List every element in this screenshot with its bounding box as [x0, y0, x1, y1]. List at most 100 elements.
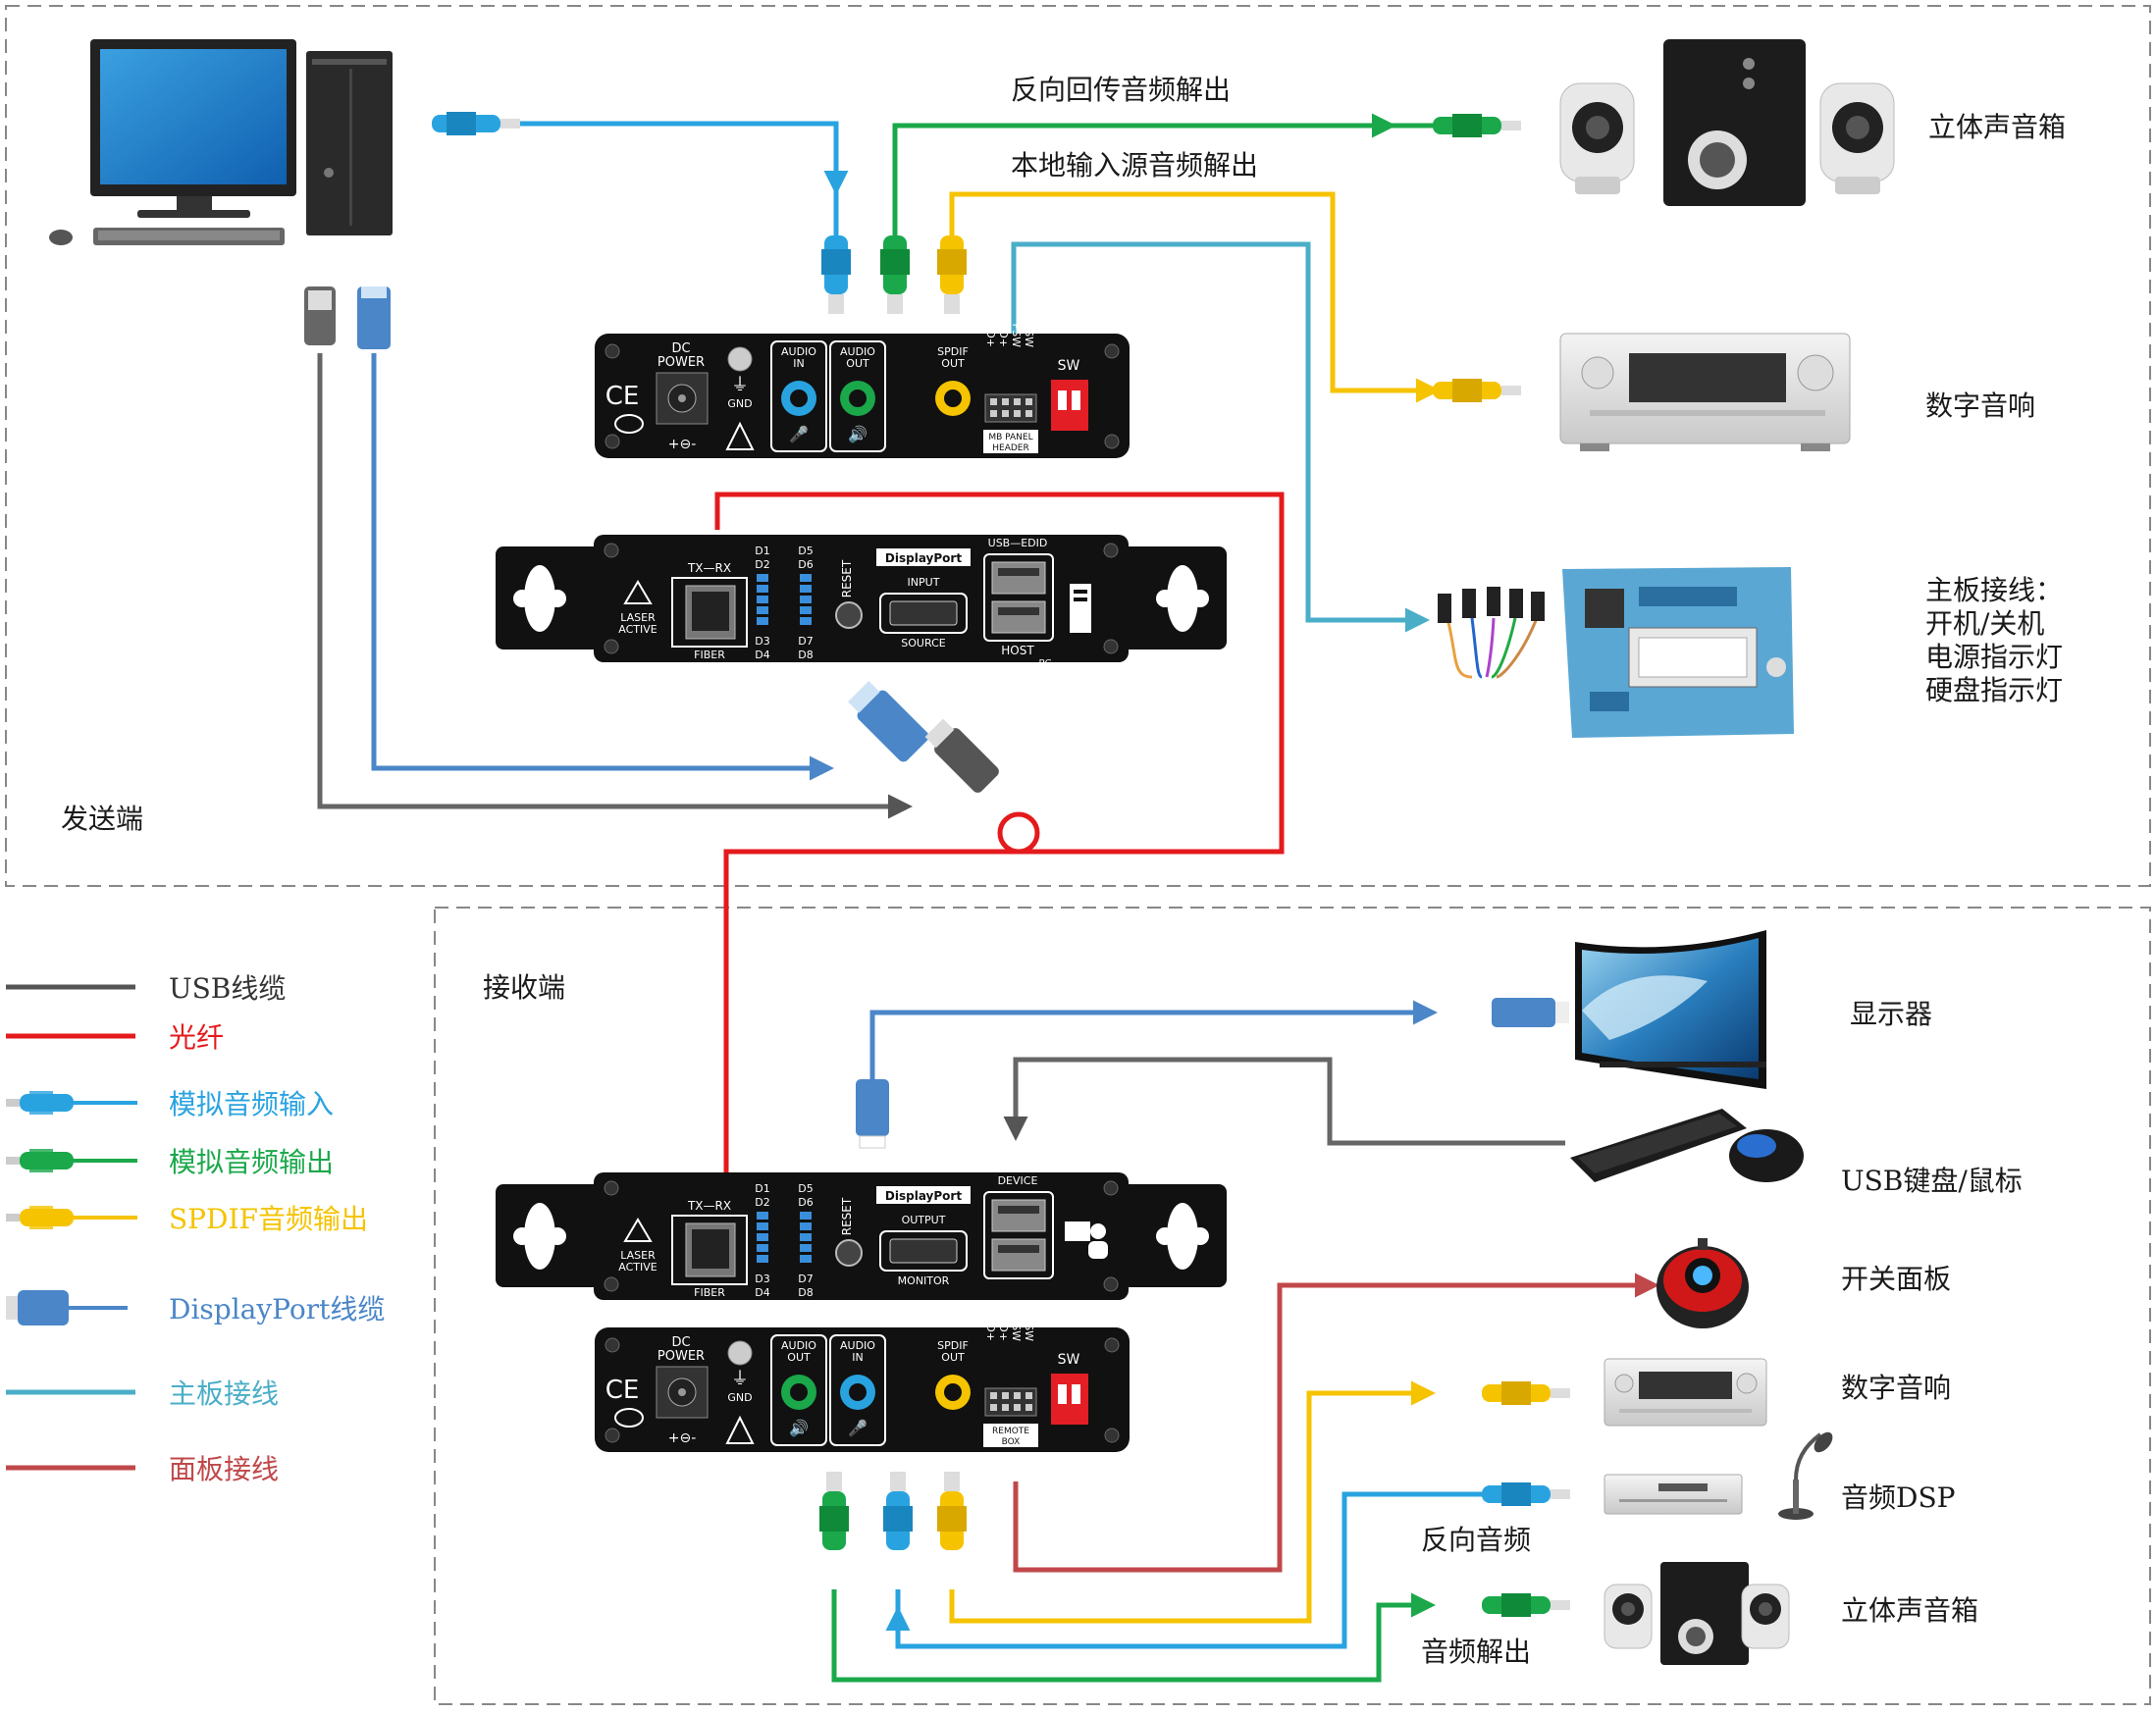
- panel-screw: [604, 639, 619, 654]
- led-label: D4: [755, 1286, 769, 1299]
- rca-plug-green-stereo-bottom: [1482, 1593, 1570, 1617]
- led: [757, 1255, 768, 1263]
- audio-jack-hole: [790, 390, 808, 407]
- usb-plug-sender-top: [304, 286, 336, 345]
- dip-toggle: [1058, 390, 1067, 410]
- label-reverse-audio: 反向音频: [1421, 1524, 1532, 1556]
- label-reverse-audio-out: 反向回传音频解出: [1011, 74, 1232, 106]
- fiber-frame: [671, 1215, 748, 1285]
- header-label-bg: [983, 1424, 1038, 1447]
- dp-plug-sender-top: [357, 286, 391, 349]
- esd-warning: [725, 421, 755, 450]
- usb-edid-label: USB—EDID: [988, 537, 1048, 549]
- reset-button: [835, 601, 863, 629]
- cable-usb-sender: [317, 353, 913, 819]
- led: [800, 574, 812, 582]
- header-pin-label: RSW: [1023, 322, 1035, 347]
- audio-jack-label: OUT: [787, 1351, 811, 1364]
- led-label: D5: [798, 1182, 813, 1195]
- rca-plug-green-speaker: [1433, 114, 1521, 137]
- audio-jack-frame: [829, 1334, 886, 1446]
- sw-label: SW: [1058, 358, 1080, 374]
- fiber-frame: [671, 577, 748, 648]
- usb-port: [991, 600, 1046, 634]
- label-digital-audio-bottom: 数字音响: [1841, 1372, 1952, 1404]
- panel-screw: [1104, 343, 1120, 359]
- cable-spdif-receiver: [949, 1380, 1436, 1624]
- pin: [990, 410, 997, 417]
- pc-tower-icon: [1070, 584, 1091, 633]
- led: [800, 1255, 812, 1263]
- cable-analog-out-sender: [892, 113, 1396, 245]
- receiver-box: [434, 907, 2151, 1705]
- pc-label: PC: [1038, 658, 1051, 669]
- mb-line-2: 开机/关机: [1925, 607, 2045, 640]
- pin: [1025, 1392, 1032, 1399]
- laser-label: ACTIVE: [618, 623, 657, 636]
- audio-dsp-icon: [1604, 1431, 1833, 1520]
- dp-port-label: OUTPUT: [902, 1214, 946, 1226]
- legend-swatch-dp: [18, 1290, 69, 1325]
- led-label: D3: [755, 635, 769, 648]
- ccc-mark: [614, 1408, 644, 1428]
- led-label: D3: [755, 1273, 769, 1285]
- monitor-tv-icon: [1575, 930, 1766, 1089]
- audio-jack-label: AUDIO: [840, 1339, 875, 1352]
- spdif-hole: [944, 1383, 962, 1401]
- audio-jack-label: OUT: [846, 357, 869, 370]
- usb-port-tongue: [998, 1245, 1039, 1253]
- gnd-screw: [727, 1340, 753, 1366]
- audio-jack-hole: [849, 1383, 867, 1401]
- panel-screw: [1104, 1337, 1120, 1353]
- audio-jack-label: AUDIO: [781, 1339, 816, 1352]
- pin: [1025, 398, 1032, 405]
- legend-item-label: 面板接线: [169, 1453, 280, 1485]
- fiber-label: FIBER: [694, 649, 725, 661]
- label-digital-audio-top: 数字音响: [1925, 390, 2036, 422]
- section-label-sender: 发送端: [61, 803, 144, 835]
- header-pin-label: P-LED+: [997, 307, 1010, 347]
- rca-plug-green-top: [880, 235, 910, 314]
- cable-analog-in-receiver: [885, 1491, 1501, 1649]
- polarity-mark: +⊖-: [668, 437, 697, 452]
- led: [757, 617, 768, 625]
- rca-plug-blue-input: [432, 112, 520, 135]
- panel-screw: [604, 1180, 619, 1196]
- fiber-port-hole: [692, 592, 729, 631]
- rca-plug-yellow-digital-bottom: [1482, 1381, 1570, 1405]
- label-monitor: 显示器: [1850, 998, 1933, 1030]
- led-label: D7: [798, 1273, 813, 1285]
- gnd-icon: ⏚: [731, 375, 749, 395]
- section-label-receiver: 接收端: [483, 971, 566, 1004]
- dp-plug-sender-device: [848, 681, 929, 762]
- sender-fiber-panel: LASERACTIVETX—RXFIBERD1D2D3D4D5D6D7D8RES…: [496, 535, 1227, 669]
- stereo-speakers-bottom-icon: [1604, 1562, 1790, 1665]
- pc-tower-detail: [1074, 590, 1087, 594]
- led-label: D2: [755, 558, 769, 571]
- pin: [1025, 410, 1032, 417]
- dp-plug-receiver-top: [856, 1079, 889, 1149]
- header-pin-label: P-LED+: [997, 1301, 1010, 1341]
- dp-port-sublabel: MONITOR: [898, 1274, 950, 1287]
- user-icon-head: [1090, 1223, 1106, 1239]
- device-label: DEVICE: [998, 1174, 1038, 1187]
- panel-screw: [605, 1428, 620, 1443]
- panel-screw: [604, 1276, 619, 1292]
- dc-power-label: DC: [671, 1335, 690, 1350]
- led: [800, 1222, 812, 1230]
- audio-jack-label: IN: [852, 1351, 863, 1364]
- audio-jack-label: IN: [793, 357, 804, 370]
- label-mainboard-wiring: 主板接线： 开机/关机 电源指示灯 硬盘指示灯: [1925, 574, 2063, 707]
- dp-plug-monitor: [1492, 998, 1569, 1027]
- audio-jack-icon: 🎤: [848, 1419, 868, 1437]
- header-pin-label: PSW: [1010, 324, 1023, 348]
- switch-panel-icon: [1656, 1238, 1749, 1328]
- panel-screw: [1104, 1428, 1120, 1443]
- gnd-screw: [727, 346, 753, 372]
- led: [757, 596, 768, 603]
- panel-screw: [605, 343, 620, 359]
- receiver-audio-panel: CEDCPOWER+⊖-⏚GNDAUDIOOUT🔊AUDIOIN🎤SPDIFOU…: [595, 1299, 1130, 1452]
- mb-line-4: 硬盘指示灯: [1925, 674, 2064, 706]
- dp-logo-bg: [876, 1186, 971, 1204]
- gnd-icon: ⏚: [731, 1369, 749, 1389]
